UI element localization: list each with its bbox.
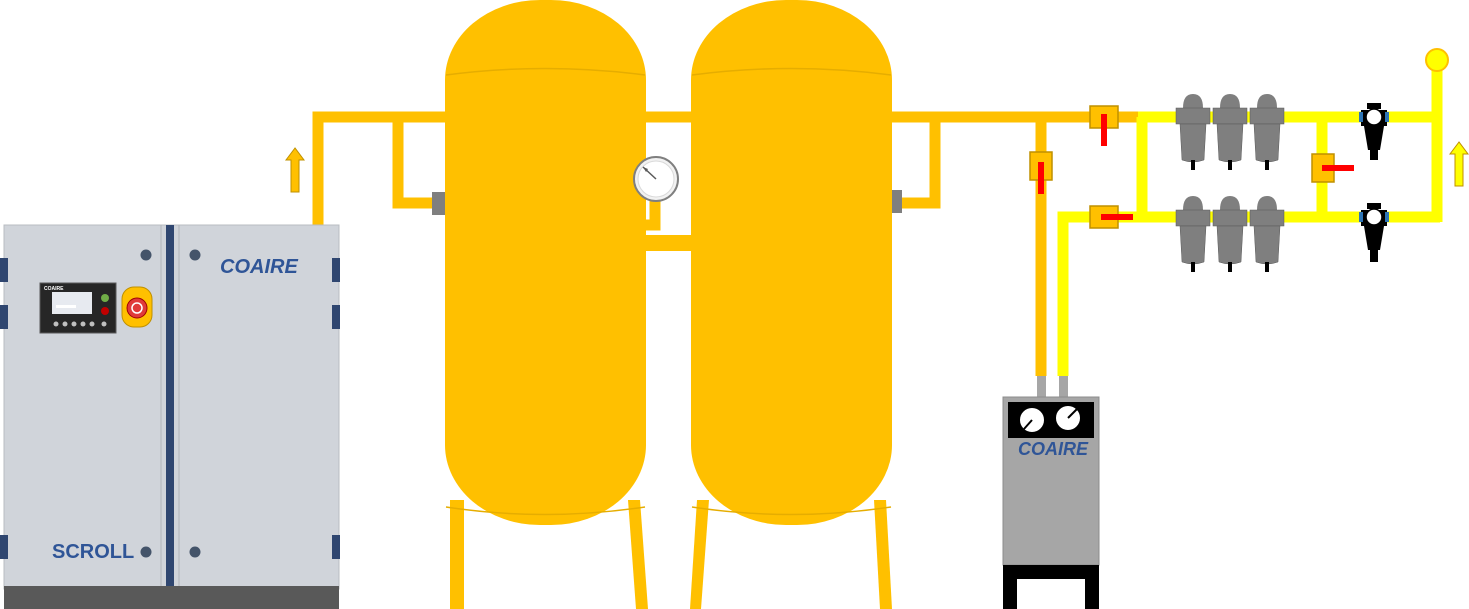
bypass-valve[interactable] bbox=[1029, 151, 1053, 194]
tank-leg bbox=[874, 500, 892, 609]
stop-button[interactable] bbox=[101, 307, 109, 315]
line-filter[interactable] bbox=[1249, 94, 1285, 170]
door-lock bbox=[189, 546, 201, 558]
compressor-model: SCROLL bbox=[52, 541, 134, 563]
tank-leg bbox=[628, 500, 648, 609]
tank-inlet-port bbox=[432, 192, 445, 215]
controller-brand: COAIRE bbox=[44, 286, 64, 292]
air-receiver-tank-2[interactable] bbox=[690, 0, 902, 609]
up-arrow-icon bbox=[285, 147, 305, 193]
compressor-base bbox=[4, 586, 339, 609]
controller-screen-bar bbox=[56, 305, 76, 308]
controller-keypad[interactable] bbox=[53, 321, 107, 327]
pressure-regulator[interactable] bbox=[1359, 103, 1389, 160]
tank-seam bbox=[691, 67, 892, 516]
gauge-pipe bbox=[645, 196, 661, 231]
outlet-point-icon[interactable] bbox=[1425, 48, 1449, 72]
hinge bbox=[332, 258, 340, 282]
door-lock bbox=[140, 546, 152, 558]
line-filter[interactable] bbox=[1175, 94, 1211, 170]
tank-leg bbox=[450, 500, 464, 609]
line-filter[interactable] bbox=[1249, 196, 1285, 272]
line-filter[interactable] bbox=[1212, 196, 1248, 272]
pressure-regulator[interactable] bbox=[1359, 203, 1389, 262]
dryer-gauge-icon[interactable] bbox=[1018, 406, 1046, 434]
bypass-valve[interactable] bbox=[1311, 153, 1354, 183]
tank-body bbox=[445, 0, 646, 525]
controller-screen bbox=[52, 292, 92, 314]
door-lock bbox=[140, 249, 152, 261]
pressure-gauge-icon[interactable] bbox=[633, 156, 679, 202]
line-filter[interactable] bbox=[1212, 94, 1248, 170]
filter-row-lower bbox=[1175, 196, 1285, 272]
hinge bbox=[332, 305, 340, 329]
tank2-side-pipe bbox=[900, 117, 941, 209]
bypass-valve[interactable] bbox=[1089, 105, 1119, 146]
dryer-inlet-stub bbox=[1037, 376, 1046, 398]
line-filter[interactable] bbox=[1175, 196, 1211, 272]
dryer-outlet-pipe bbox=[1057, 211, 1142, 376]
air-receiver-tank-1[interactable] bbox=[432, 0, 648, 609]
up-arrow-icon bbox=[1449, 141, 1469, 187]
bypass-valve[interactable] bbox=[1089, 205, 1133, 229]
emergency-stop-icon[interactable] bbox=[121, 286, 153, 328]
dryer-stand bbox=[1003, 565, 1099, 609]
scroll-compressor[interactable]: COAIRE COAIRE SCROLL bbox=[0, 224, 340, 609]
door-lock bbox=[189, 249, 201, 261]
start-button[interactable] bbox=[101, 294, 109, 302]
refrigerated-dryer[interactable]: COAIRE bbox=[1002, 376, 1100, 609]
hinge bbox=[0, 305, 8, 329]
hinge bbox=[0, 258, 8, 282]
tank1-inlet-pipe bbox=[392, 117, 436, 209]
tank-body bbox=[691, 0, 892, 525]
tank-outlet-port bbox=[892, 190, 902, 213]
tank-leg bbox=[690, 500, 709, 609]
door-divider bbox=[166, 225, 174, 586]
hinge bbox=[332, 535, 340, 559]
compressor-brand: COAIRE bbox=[220, 256, 298, 278]
dryer-outlet-stub bbox=[1059, 376, 1068, 398]
filter-row-upper bbox=[1175, 94, 1285, 170]
controller-panel[interactable]: COAIRE bbox=[39, 282, 117, 334]
compressor-outlet-pipe bbox=[312, 111, 446, 228]
tank-seam bbox=[445, 67, 646, 516]
hinge bbox=[0, 535, 8, 559]
dryer-brand: COAIRE bbox=[1018, 439, 1089, 459]
dryer-gauge-icon[interactable] bbox=[1054, 404, 1082, 432]
